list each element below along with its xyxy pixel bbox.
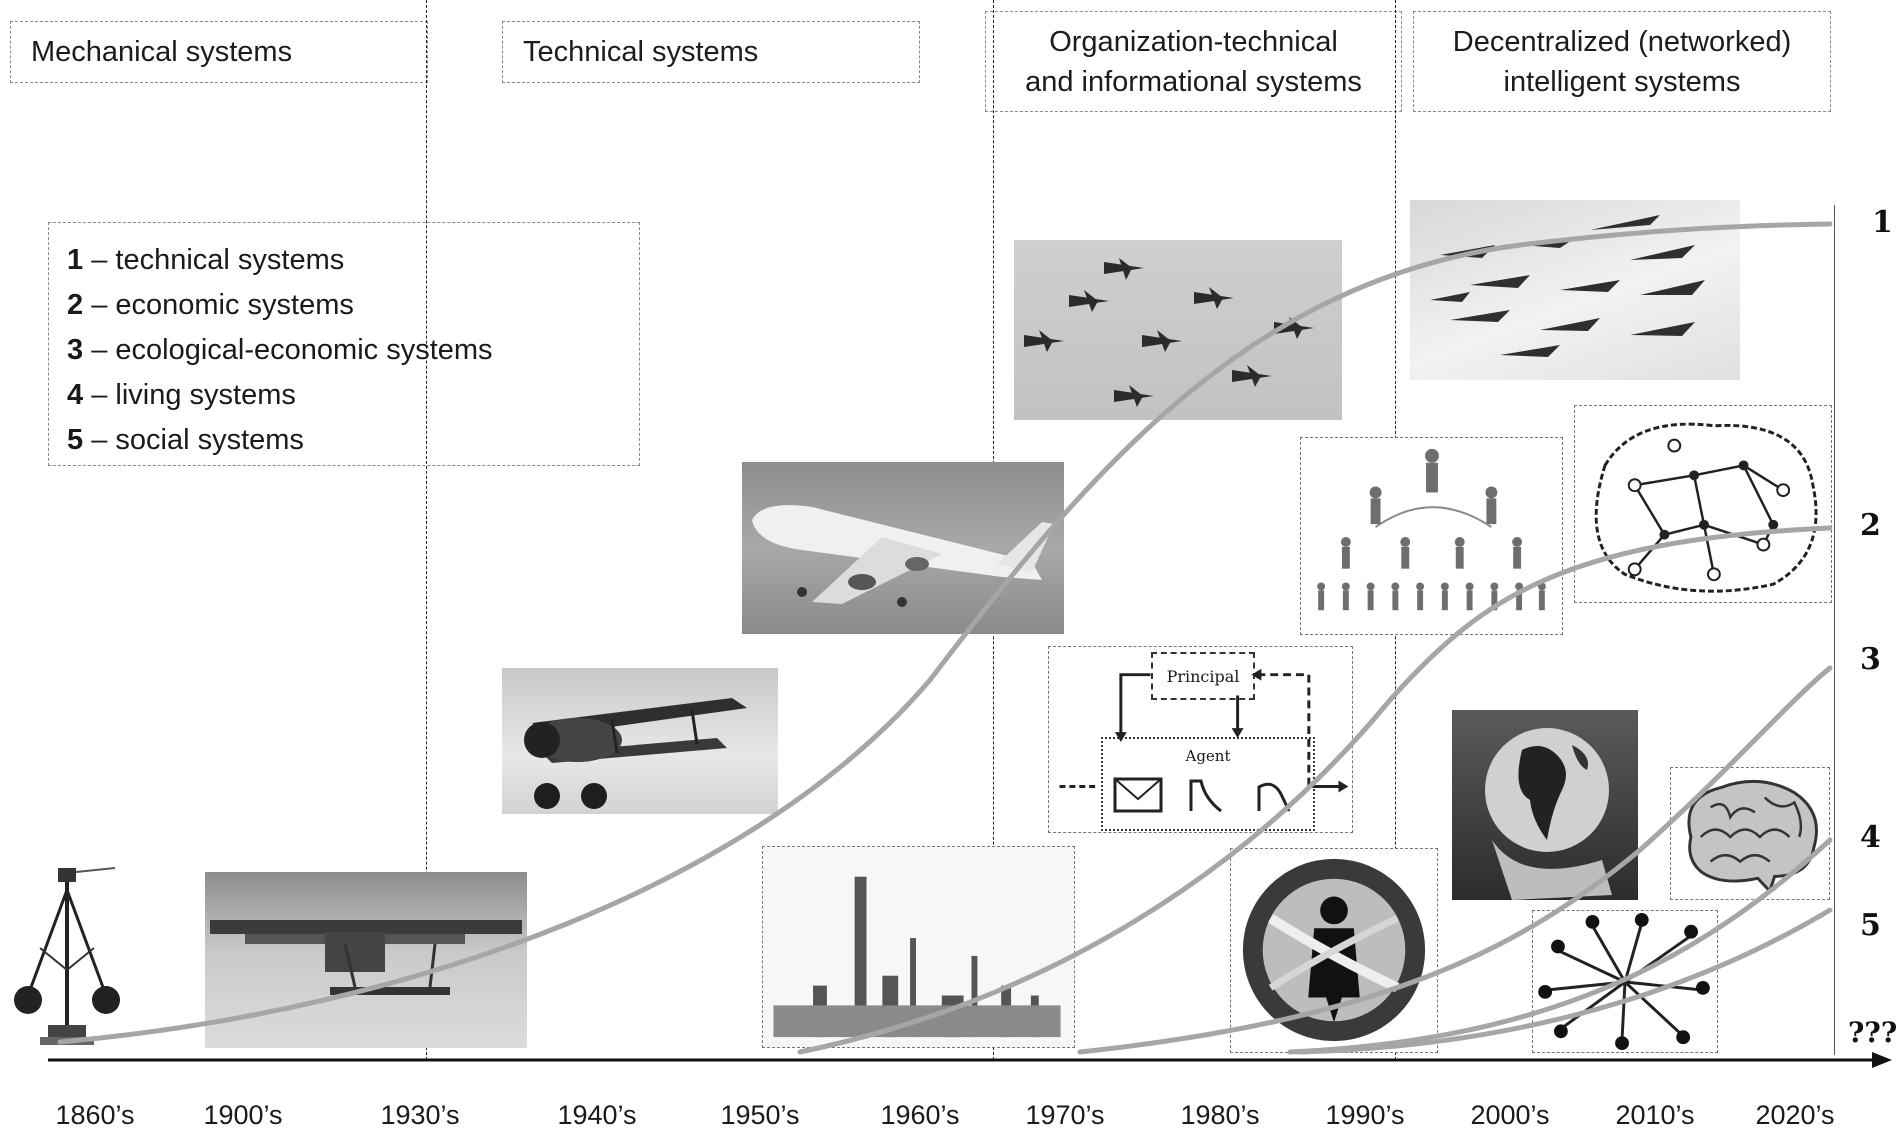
timeline-label: 2020’s [1755, 1100, 1835, 1130]
early-monoplane-photo [205, 872, 527, 1048]
jet-formation-photo [1014, 240, 1342, 420]
timeline-label: 1860’s [55, 1100, 135, 1130]
curve-label-4: 4 [1860, 820, 1881, 855]
legend-item: 2 – economic systems [67, 289, 354, 321]
era-label: Decentralized (networked) intelligent sy… [1452, 25, 1792, 98]
future-unknown-label: ??? [1848, 1016, 1898, 1049]
principal-agent-diagram: Principal Agent [1048, 646, 1353, 833]
curve-label-1: 1 [1872, 205, 1893, 240]
legend-item: 5 – social systems [67, 424, 304, 456]
curve-label-5: 5 [1860, 908, 1881, 943]
era-technical-systems: Technical systems [502, 21, 920, 83]
timeline-label: 1900’s [203, 1100, 283, 1130]
legend-item: 3 – ecological-economic systems [67, 334, 493, 366]
timeline-label: 2010’s [1615, 1100, 1695, 1130]
people-network-icon [1532, 910, 1718, 1053]
era-mechanical-systems: Mechanical systems [10, 21, 428, 83]
legend-item: 4 – living systems [67, 379, 296, 411]
legend: 1 – technical systems 2 – economic syste… [48, 222, 640, 466]
brain-icon [1670, 767, 1830, 900]
centrifugal-governor-icon [10, 860, 125, 1050]
era-label: Technical systems [523, 35, 759, 68]
era-label: Organization-technical and informational… [1025, 25, 1362, 98]
globe-in-hand-photo [1452, 710, 1638, 900]
organization-hierarchy-icon [1300, 437, 1563, 635]
era-decentralized-intelligent-systems: Decentralized (networked) intelligent sy… [1413, 11, 1831, 112]
drone-swarm-photo [1410, 200, 1740, 380]
timeline-label: 2000’s [1470, 1100, 1550, 1130]
timeline-label: 1980’s [1180, 1100, 1260, 1130]
era-organization-technical-systems: Organization-technical and informational… [985, 11, 1402, 112]
network-graph-icon [1574, 405, 1832, 603]
timeline-label: 1970’s [1025, 1100, 1105, 1130]
right-boundary-line [1834, 205, 1835, 1055]
dna-human-emblem-icon [1230, 848, 1438, 1053]
curve-label-3: 3 [1860, 642, 1881, 677]
curve-label-2: 2 [1860, 508, 1881, 543]
biplane-photo [502, 668, 778, 814]
timeline-label: 1930’s [380, 1100, 460, 1130]
timeline-label: 1940’s [557, 1100, 637, 1130]
timeline-label: 1950’s [720, 1100, 800, 1130]
oil-refinery-photo [762, 846, 1075, 1048]
timeline-arrowhead [1872, 1052, 1892, 1068]
jumbo-jet-photo [742, 462, 1064, 634]
era-label: Mechanical systems [31, 35, 293, 68]
timeline-label: 1960’s [880, 1100, 960, 1130]
timeline-label: 1990’s [1325, 1100, 1405, 1130]
legend-item: 1 – technical systems [67, 244, 345, 276]
